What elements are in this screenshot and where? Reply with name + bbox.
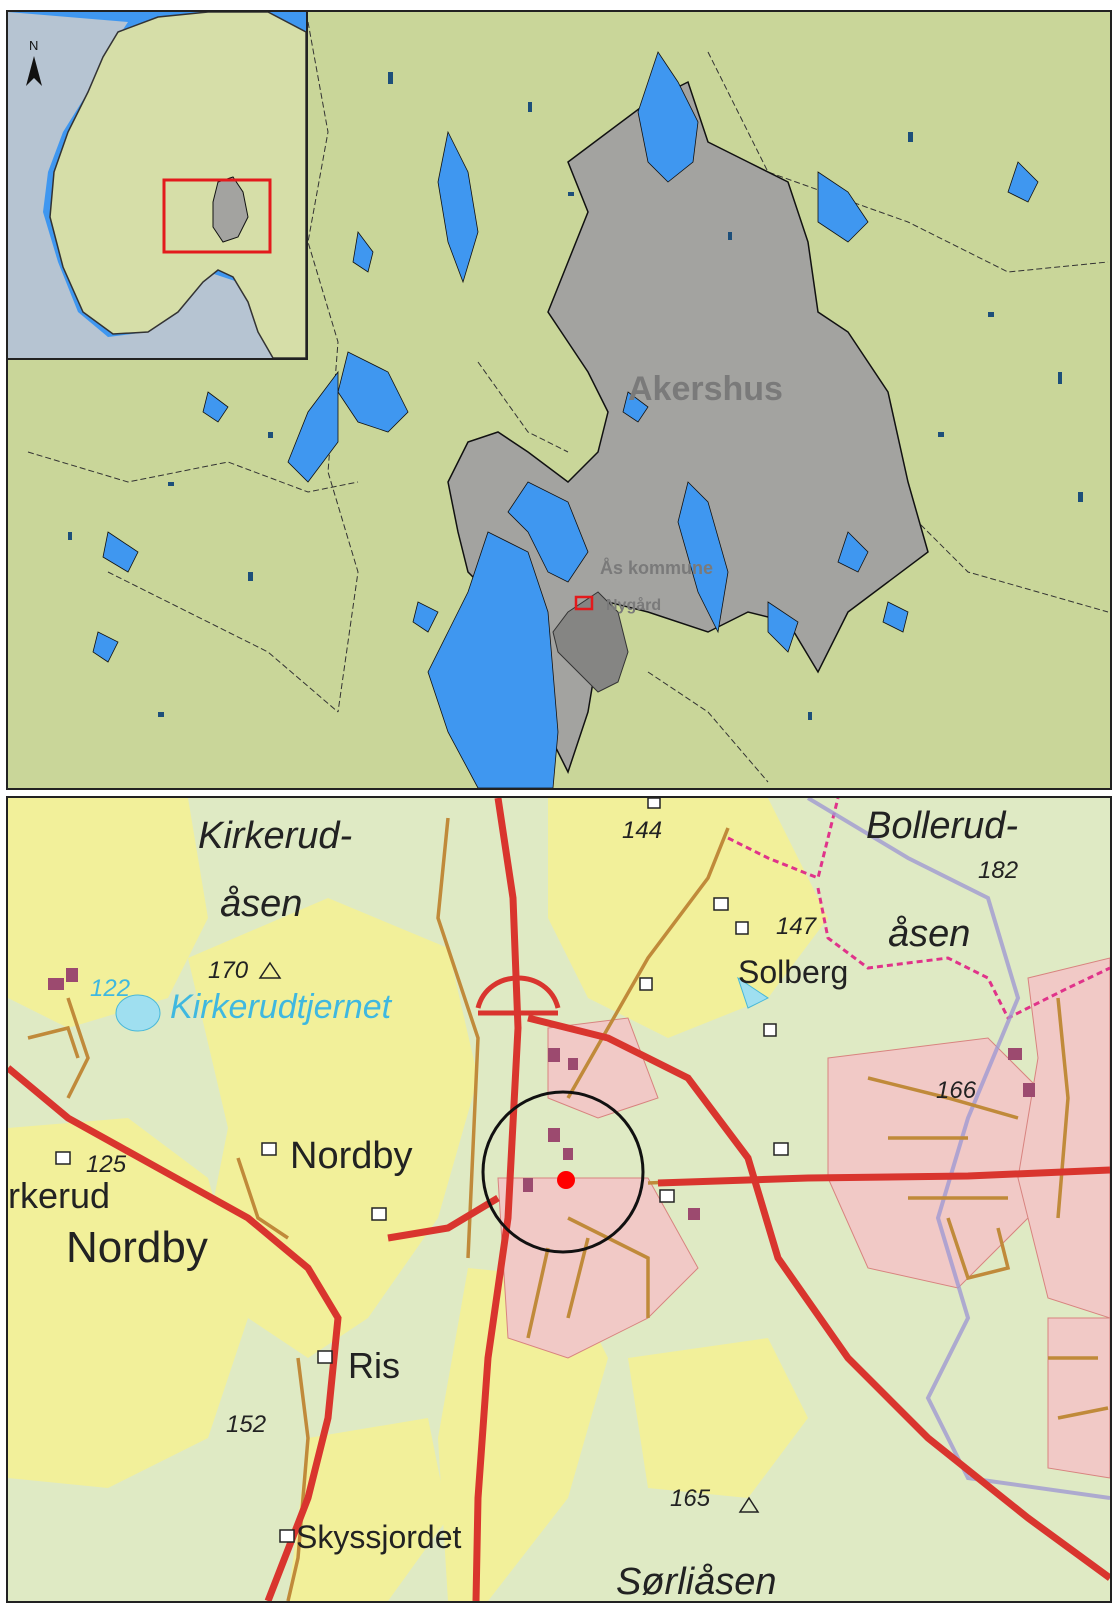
elev-125: 125: [86, 1151, 127, 1178]
akershus-label: Akershus: [628, 370, 783, 408]
topo-water: [115, 976, 769, 1032]
water-bodies: [92, 51, 1039, 788]
municipal-boundaries: [27, 21, 1109, 783]
dense-buildings: [48, 968, 1035, 1220]
purple-boundary: [806, 798, 1110, 1500]
elev-170: 170: [208, 957, 249, 984]
label-nordby-small: Nordby: [290, 1135, 413, 1177]
study-area-circle[interactable]: [481, 1090, 645, 1254]
elev-152: 152: [226, 1411, 266, 1438]
inset-canvas: N: [8, 12, 306, 358]
label-solberg: Solberg: [738, 954, 848, 990]
study-site-point[interactable]: [557, 1171, 575, 1189]
topographic-detail-map[interactable]: Kirkerud- åsen Bollerud- åsen Solberg Ki…: [6, 796, 1112, 1603]
as-municipality-area[interactable]: [552, 591, 629, 693]
norway-inset-map[interactable]: N: [8, 12, 308, 360]
label-kirkerudtjernet: Kirkerudtjernet: [170, 988, 393, 1026]
elev-165: 165: [670, 1485, 711, 1512]
elev-147: 147: [776, 913, 818, 940]
elev-182: 182: [978, 857, 1018, 884]
label-ris: Ris: [348, 1345, 400, 1386]
label-bollerud-asen: åsen: [888, 913, 970, 955]
label-sorliasen: Sørliåsen: [616, 1561, 777, 1601]
nygard-label: Nygård: [606, 596, 661, 614]
nygard-site-marker[interactable]: [574, 595, 594, 611]
elev-166: 166: [936, 1077, 977, 1104]
label-skyssjordet: Skyssjordet: [296, 1519, 462, 1555]
label-nordby-large: Nordby: [66, 1223, 208, 1272]
label-kerud: rkerud: [8, 1175, 110, 1216]
north-arrow-icon: N: [26, 38, 42, 86]
label-kirkerud: Kirkerud-: [198, 815, 352, 857]
main-roads: [8, 798, 1110, 1601]
topo-map-canvas: Kirkerud- åsen Bollerud- åsen Solberg Ki…: [8, 798, 1110, 1601]
pink-boundary: [727, 798, 1110, 1021]
inset-extent-box: [162, 178, 272, 254]
norway-land: [49, 12, 306, 358]
svg-text:N: N: [29, 38, 38, 53]
elev-144: 144: [622, 817, 662, 844]
highway-interchange: [475, 975, 561, 1016]
label-kirkerud-asen: åsen: [220, 883, 302, 925]
label-bollerud: Bollerud-: [866, 805, 1018, 847]
survey-triangle-icons: [258, 961, 760, 1513]
regional-overview-map[interactable]: Akershus Ås kommune Nygård N: [6, 10, 1112, 790]
as-kommune-label: Ås kommune: [600, 558, 713, 578]
buildings: [55, 798, 789, 1543]
inset-akershus: [212, 176, 249, 243]
small-lakes: [68, 72, 1083, 720]
elev-122: 122: [90, 975, 130, 1002]
topo-labels: Kirkerud- åsen Bollerud- åsen Solberg Ki…: [8, 805, 1018, 1601]
